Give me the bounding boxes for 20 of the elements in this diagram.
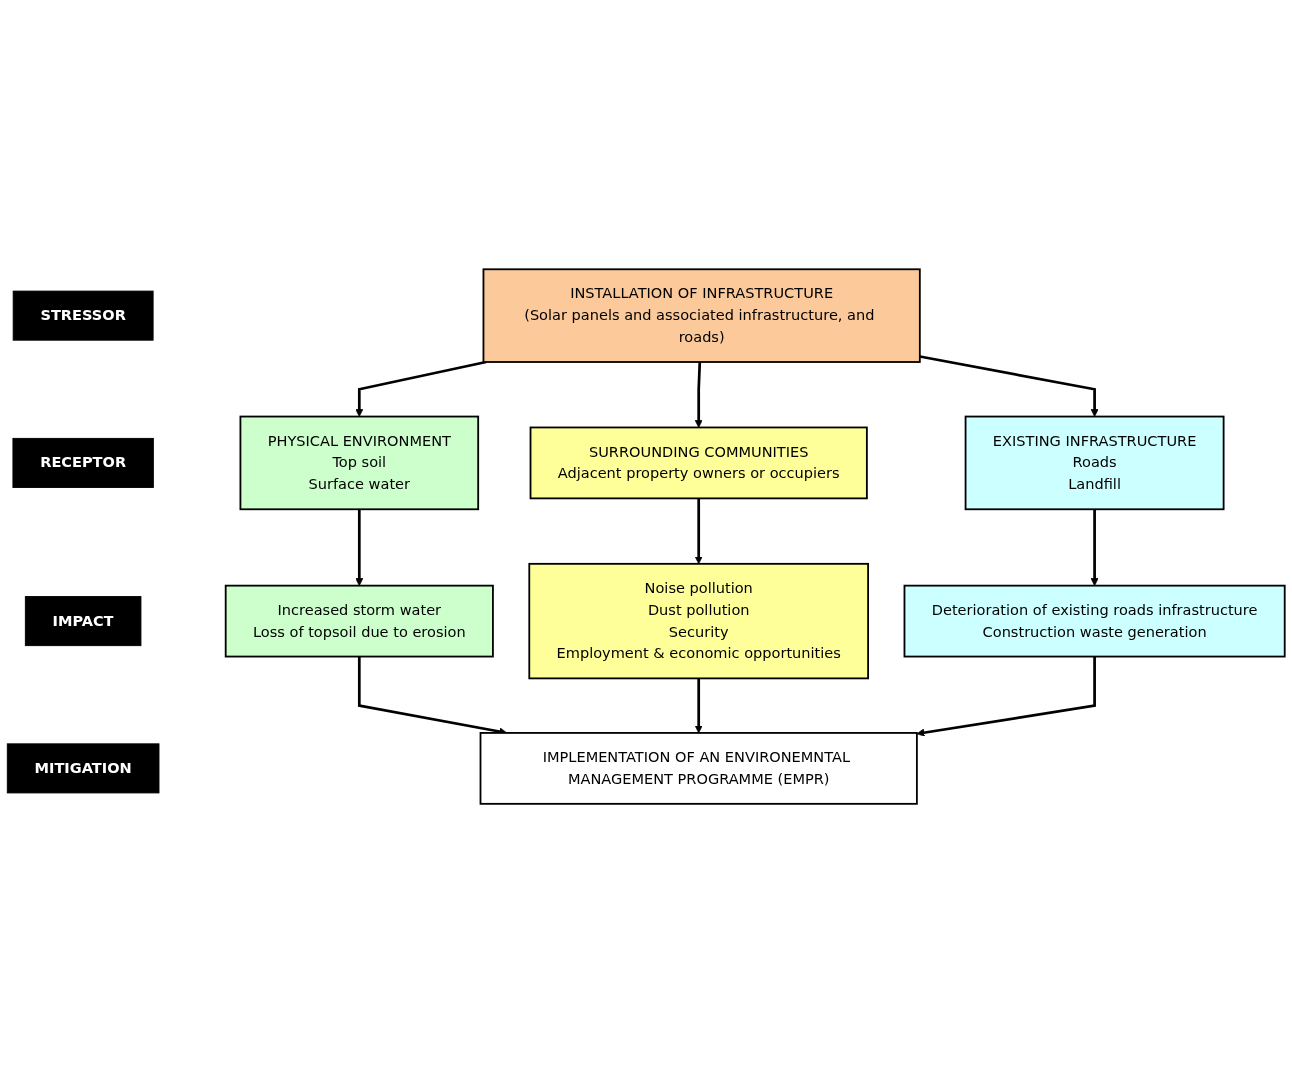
arrow <box>355 361 487 418</box>
node-box: Deterioration of existing roads infrastructure Construction waste generation <box>903 585 1286 658</box>
node-box: RECEPTOR <box>12 438 154 489</box>
node-box: Increased storm water Loss of topsoil due to erosion <box>224 585 494 658</box>
arrow <box>694 362 703 429</box>
node-box: IMPLEMENTATION OF AN ENVIRONEMNTAL MANAGEMENT PROGRAMME (EMPR) <box>479 732 918 806</box>
arrow <box>916 657 1096 738</box>
node-box: SURROUNDING COMMUNITIES Adjacent property owners or occupiers <box>529 427 868 500</box>
arrow <box>694 678 703 734</box>
node-box: Noise pollution Dust pollution Security Employment & economic opportunities <box>528 563 869 680</box>
arrow <box>355 509 364 587</box>
arrow <box>1090 509 1099 587</box>
node-box: PHYSICAL ENVIRONMENT Top soil Surface water <box>239 416 480 511</box>
node-box: IMPACT <box>24 596 142 647</box>
node-box: MITIGATION <box>6 743 160 794</box>
node-box: EXISTING INFRASTRUCTURE Roads Landfill <box>964 416 1225 511</box>
arrow <box>919 355 1099 418</box>
node-box: INSTALLATION OF INFRASTRUCTURE (Solar panels and associated infrastructure, and roads) <box>482 268 921 364</box>
arrow <box>694 498 703 565</box>
node-box: STRESSOR <box>12 291 154 342</box>
